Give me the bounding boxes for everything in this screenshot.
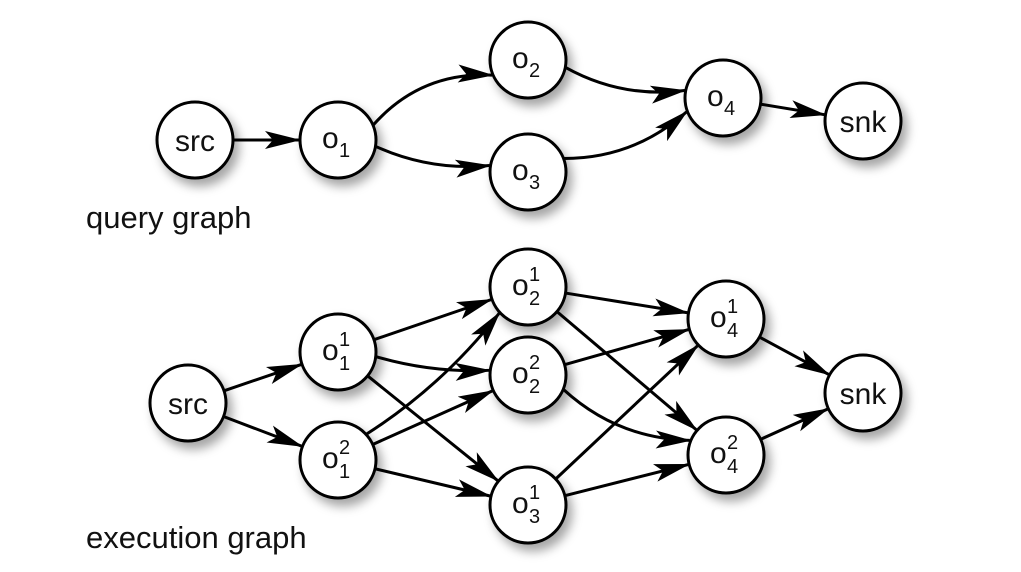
node-label: src <box>168 388 208 421</box>
node-circle <box>686 415 766 495</box>
edge-e-src-to-e-o1-2 <box>222 415 304 448</box>
node-circle <box>298 100 378 180</box>
node-label: o <box>322 334 339 367</box>
edge-e-o1-2-to-e-o2-1 <box>365 311 501 436</box>
node-superscript: 2 <box>727 432 738 454</box>
edge-e-o2-2-to-e-o4-1 <box>564 328 691 367</box>
node-superscript: 2 <box>339 437 350 459</box>
node-circle <box>823 353 903 433</box>
edge-e-o1-1-to-e-o2-2 <box>375 355 492 381</box>
edge-e-o1-1-to-e-o3-1 <box>366 374 500 482</box>
edge-q-o1-to-q-o3 <box>374 144 492 178</box>
node-subscript: 2 <box>529 288 540 310</box>
node-subscript: 1 <box>339 353 350 375</box>
node-circle <box>298 420 378 500</box>
edge-q-o4-to-q-snk <box>760 100 827 119</box>
edge-q-o1-to-q-o2 <box>371 64 495 127</box>
edge-q-o3-to-q-o4 <box>563 110 689 161</box>
node-circle <box>823 81 903 161</box>
edge-e-o1-1-to-e-o2-1 <box>373 298 493 342</box>
node-circle <box>686 279 766 359</box>
node-label: o <box>512 487 529 520</box>
node-superscript: 1 <box>339 329 350 351</box>
edges-layer <box>222 64 831 498</box>
node-label: o <box>710 437 727 470</box>
node-label: snk <box>840 378 888 411</box>
node-subscript: 4 <box>727 456 738 478</box>
edge-e-o4-1-to-e-snk <box>758 335 831 376</box>
node-subscript: 4 <box>724 98 735 120</box>
edge-e-o2-2-to-e-o4-2 <box>562 388 692 449</box>
node-subscript: 2 <box>529 60 540 82</box>
node-circle <box>488 247 568 327</box>
query-graph-caption: query graph <box>86 200 252 235</box>
node-superscript: 2 <box>529 352 540 374</box>
node-circle <box>488 335 568 415</box>
node-subscript: 3 <box>529 172 540 194</box>
node-label: o <box>707 80 724 113</box>
node-q-snk: snk <box>823 81 903 161</box>
node-label: o <box>710 301 727 334</box>
edge-e-o2-1-to-e-o4-1 <box>565 291 690 317</box>
node-subscript: 3 <box>529 506 540 528</box>
node-circle <box>148 363 228 443</box>
node-superscript: 1 <box>727 296 738 318</box>
node-label: o <box>322 442 339 475</box>
node-subscript: 1 <box>339 461 350 483</box>
edge-e-src-to-e-o1-1 <box>223 363 303 393</box>
node-e-snk: snk <box>823 353 903 433</box>
node-label: o <box>512 357 529 390</box>
edge-e-o2-1-to-e-o4-2 <box>556 310 698 432</box>
edge-e-o4-2-to-e-snk <box>760 407 830 441</box>
node-circle <box>488 132 568 212</box>
node-circle <box>683 58 763 138</box>
node-circle <box>488 465 568 545</box>
node-circle <box>298 312 378 392</box>
node-subscript: 2 <box>529 376 540 398</box>
node-circle <box>488 20 568 100</box>
node-q-src: src <box>155 100 235 180</box>
node-label: o <box>512 42 529 75</box>
node-label: snk <box>840 106 888 139</box>
node-label: o <box>512 269 529 302</box>
node-circle <box>155 100 235 180</box>
execution-graph-caption: execution graph <box>86 520 307 555</box>
node-label: o <box>322 122 339 155</box>
edge-e-o3-1-to-e-o4-2 <box>564 463 691 498</box>
edge-e-o3-1-to-e-o4-1 <box>554 344 700 481</box>
node-label: src <box>175 125 215 158</box>
node-superscript: 1 <box>529 482 540 504</box>
node-subscript: 4 <box>727 320 738 342</box>
node-label: o <box>512 154 529 187</box>
edge-e-o1-2-to-e-o2-2 <box>372 389 495 446</box>
edge-q-o2-to-q-o4 <box>564 65 687 104</box>
node-superscript: 1 <box>529 264 540 286</box>
node-subscript: 1 <box>339 140 350 162</box>
edge-e-o1-2-to-e-o3-1 <box>374 467 492 498</box>
node-e-src: src <box>148 363 228 443</box>
